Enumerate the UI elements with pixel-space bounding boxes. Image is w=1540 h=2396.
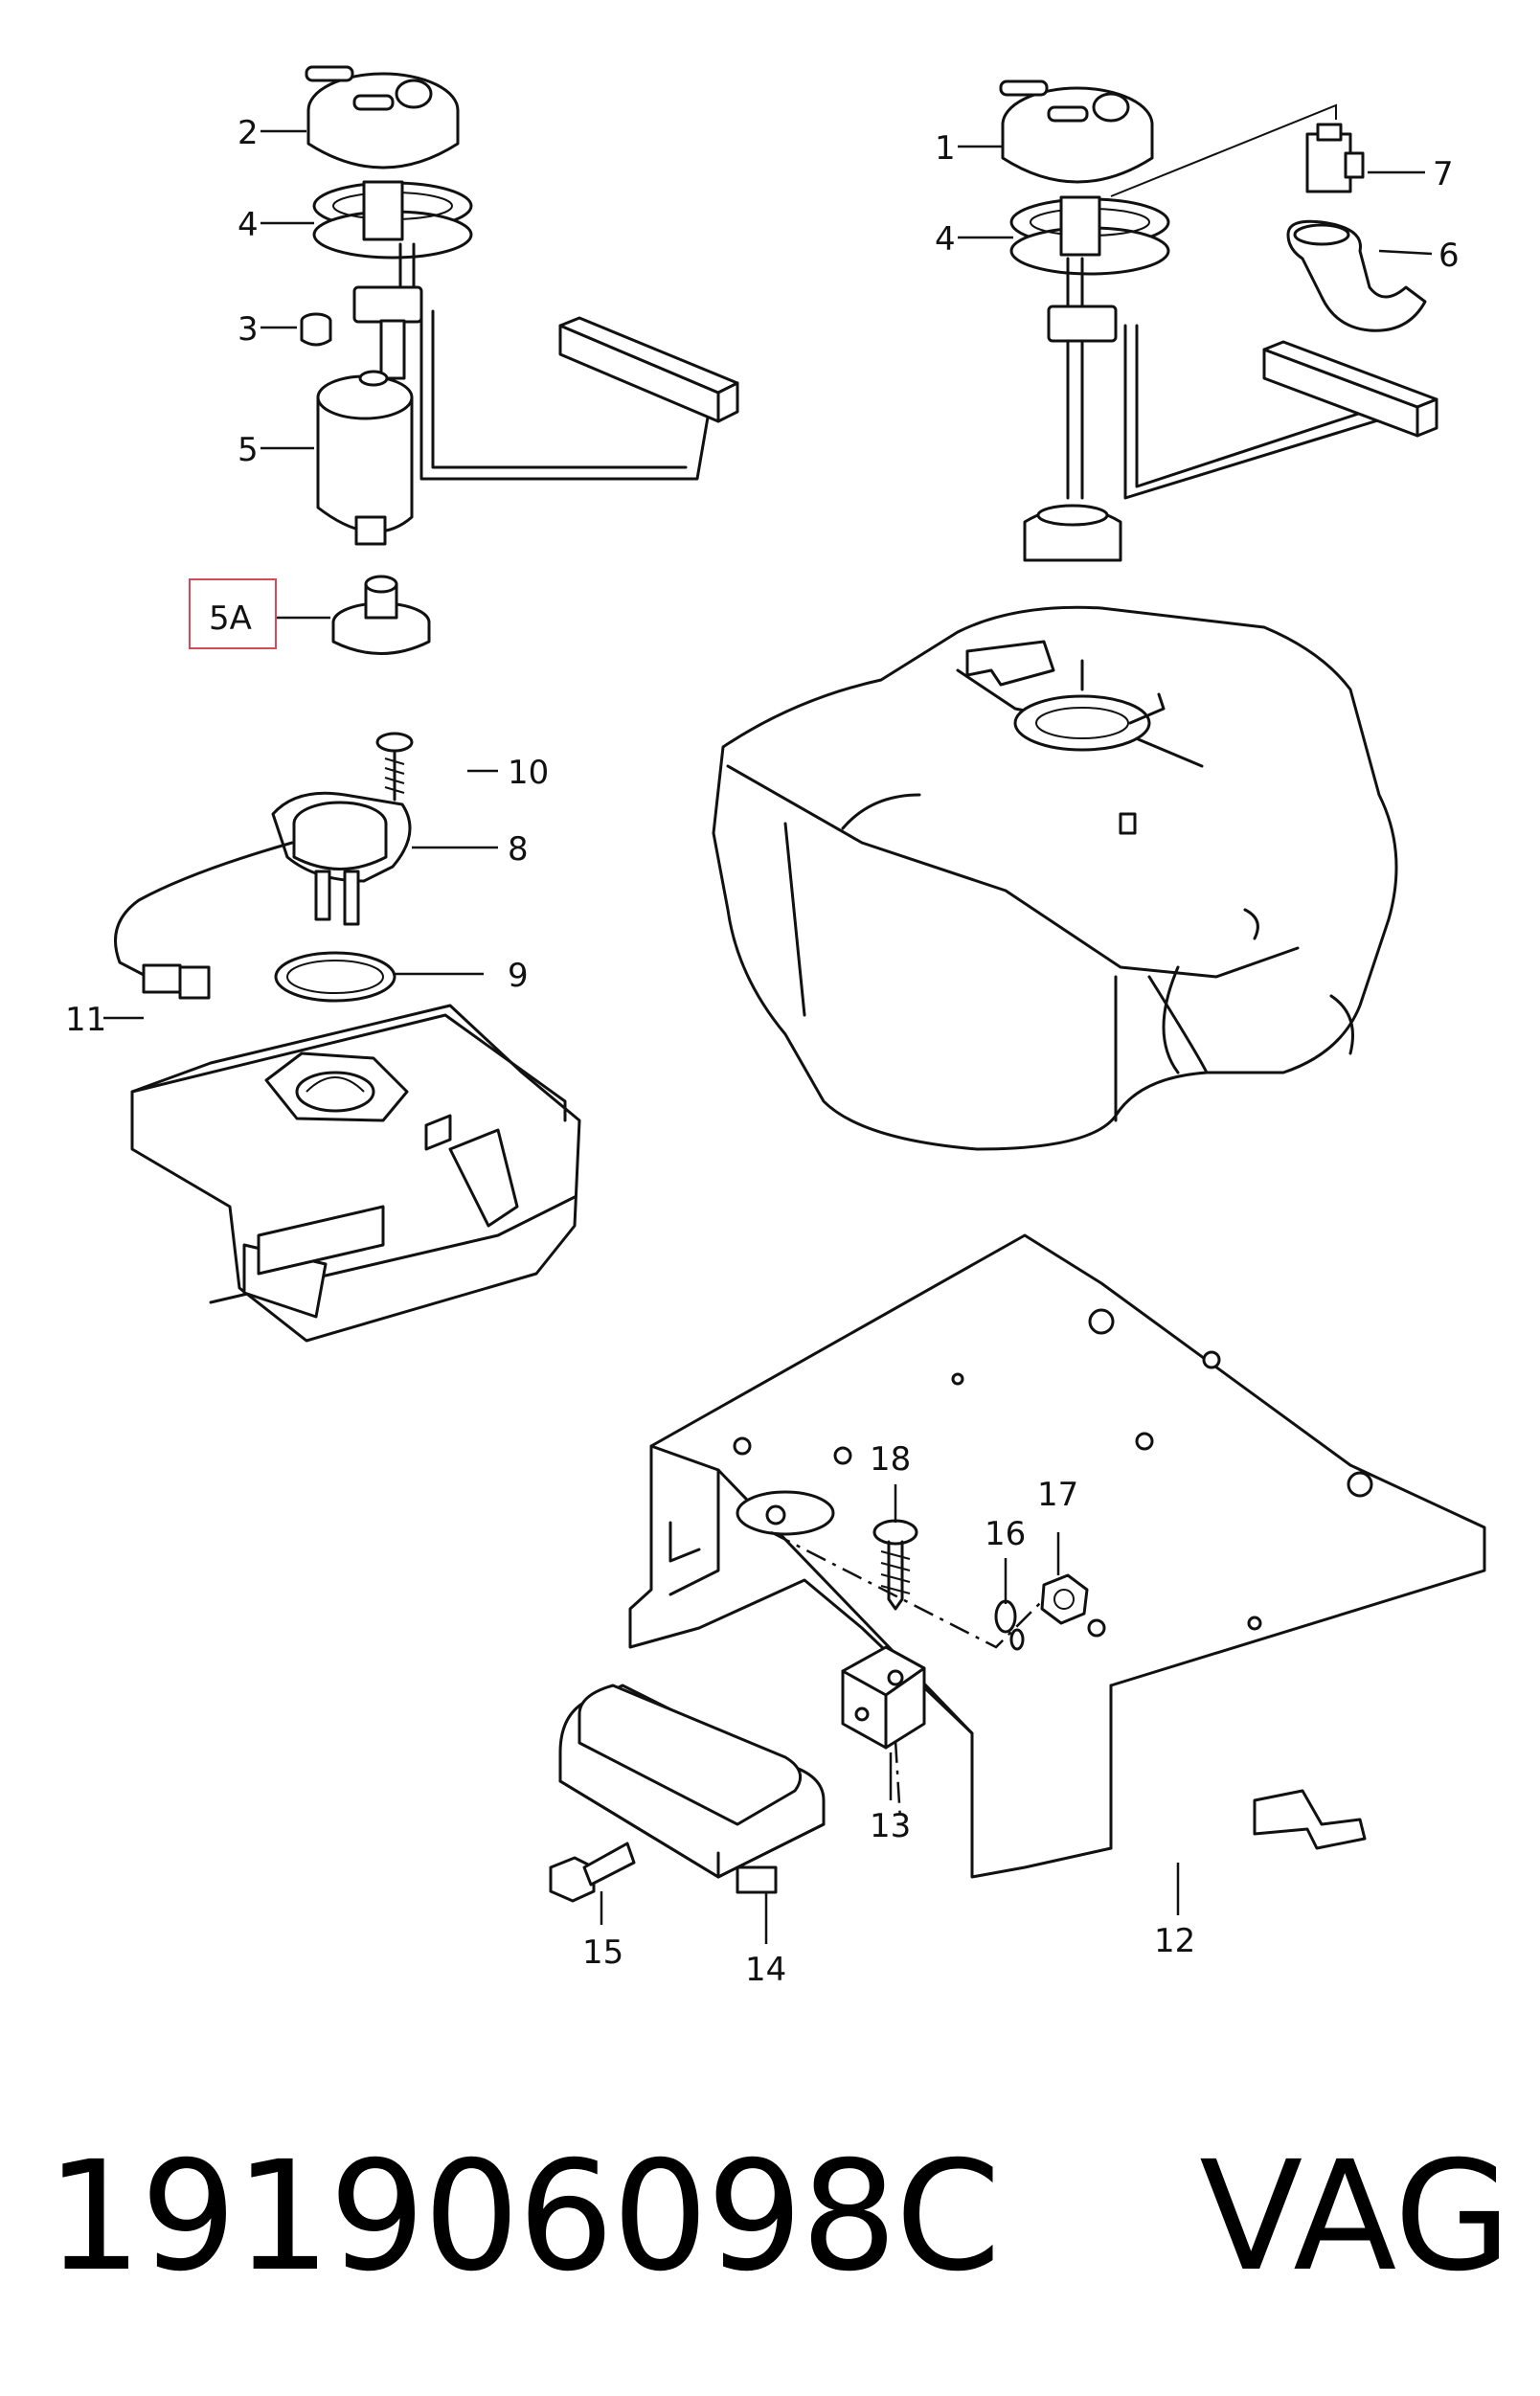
- brand-name: VAG: [1199, 2129, 1511, 2305]
- callout-7: 7: [1433, 155, 1454, 193]
- callout-leaders: [103, 129, 1433, 1944]
- part-13-clip: [841, 1645, 926, 1750]
- callout-14: 14: [745, 1951, 786, 1989]
- part-15-bolt: [549, 1842, 636, 1903]
- fuel-pump-assembly-right: [999, 79, 1438, 562]
- callout-labels: 2 4 3 5 5A 10 8 9 11 1 4 7 6 18 16 17 13…: [65, 114, 1460, 1989]
- part-14-control-unit: [558, 1684, 826, 1894]
- callout-17: 17: [1037, 1476, 1078, 1514]
- part-number: 191906098C: [46, 2129, 1001, 2305]
- callout-12: 12: [1154, 1922, 1195, 1960]
- callout-4-left: 4: [238, 206, 259, 244]
- part-9-ring: [274, 951, 396, 1003]
- callout-11: 11: [65, 1001, 106, 1039]
- callout-15: 15: [582, 1933, 623, 1972]
- callout-9: 9: [508, 957, 529, 995]
- part-1-flange: [999, 79, 1154, 184]
- float-right: [1262, 340, 1438, 438]
- callout-5a-highlight: [189, 578, 277, 649]
- part-11-plug: [142, 963, 211, 1000]
- callout-13: 13: [870, 1807, 911, 1845]
- fuel-pump-assembly-left: [300, 65, 739, 655]
- callout-10: 10: [508, 754, 549, 792]
- part-17-nut: [1040, 1573, 1089, 1625]
- footer: 191906098C VAG: [0, 2092, 1540, 2341]
- part-5-pump: [316, 370, 414, 546]
- callout-16: 16: [985, 1515, 1026, 1553]
- part-10-screw: [375, 732, 414, 802]
- small-tank: [114, 732, 581, 1343]
- callout-4-right: 4: [935, 220, 956, 259]
- part-5a-bracket: [331, 575, 431, 655]
- callout-5: 5: [238, 431, 259, 469]
- float-left: [558, 316, 739, 423]
- part-4-seal-right: [1009, 195, 1170, 276]
- part-3-filter: [300, 312, 332, 347]
- callout-8: 8: [508, 830, 529, 869]
- callout-5a: 5A: [209, 599, 252, 638]
- part-18-screw: [872, 1519, 918, 1611]
- callout-1: 1: [935, 129, 956, 168]
- part-6-boot: [1286, 219, 1427, 332]
- part-16-washer: [994, 1599, 1025, 1651]
- callout-3: 3: [238, 310, 259, 349]
- large-fuel-tank: [712, 605, 1398, 1151]
- callout-18: 18: [870, 1440, 911, 1479]
- callout-6: 6: [1438, 237, 1460, 275]
- part-8-sender: [271, 791, 412, 926]
- part-4-seal-left: [312, 180, 473, 260]
- callout-2: 2: [238, 114, 259, 152]
- part-7-connector: [1305, 123, 1365, 193]
- part-2-flange: [305, 65, 460, 170]
